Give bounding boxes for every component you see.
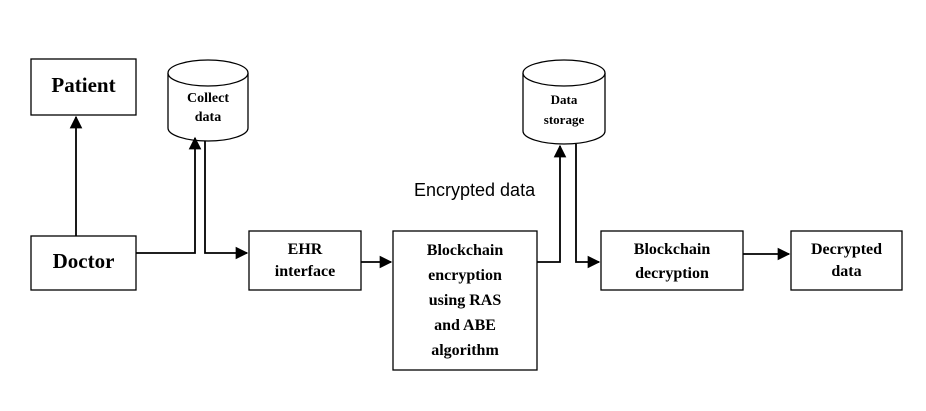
doctor-label: Doctor [53, 249, 115, 273]
arrow-blockchain-encryption-to-data-storage [537, 144, 567, 263]
decrypted-data-label-line-2: data [831, 263, 861, 280]
collect-data-label-line-1: Collect [187, 91, 229, 106]
doctor-node: Doctor [30, 235, 137, 291]
blockchain-encryption-label-line-5: algorithm [431, 342, 499, 359]
collect-data-label-line-2: data [195, 110, 221, 125]
blockchain-encryption-label-line-3: using RAS [429, 292, 502, 309]
blockchain-encryption-label-line-1: Blockchain [427, 242, 504, 259]
arrow-data-storage-to-blockchain-decryption [575, 144, 601, 269]
blockchain-decryption-label-line-1: Blockchain [634, 241, 711, 258]
data-storage-node: Data storage [522, 59, 606, 145]
blockchain-encryption-label-line-2: encryption [428, 267, 502, 284]
data-storage-label-line-2: storage [544, 112, 585, 127]
blockchain-decryption-label-line-2: decryption [635, 265, 709, 282]
data-storage-label-line-1: Data [551, 92, 578, 107]
blockchain-decryption-node: Blockchain decryption [600, 230, 744, 291]
arrow-doctor-to-collect-data [136, 136, 202, 254]
patient-label: Patient [51, 73, 115, 97]
decrypted-data-label-line-1: Decrypted [811, 241, 882, 258]
ehr-interface-label-line-2: interface [275, 263, 335, 280]
blockchain-encryption-label-line-4: and ABE [434, 317, 496, 334]
arrow-collect-data-to-ehr-interface [204, 141, 249, 260]
collect-data-node: Collect data [167, 59, 249, 142]
decrypted-data-node: Decrypted data [790, 230, 903, 291]
encrypted-data-edge-label: Encrypted data [414, 180, 536, 200]
ehr-interface-node: EHR interface [248, 230, 362, 291]
patient-node: Patient [30, 58, 137, 116]
blockchain-encryption-node: Blockchain encryption using RAS and ABE … [392, 230, 538, 371]
ehr-interface-label-line-1: EHR [288, 241, 323, 258]
